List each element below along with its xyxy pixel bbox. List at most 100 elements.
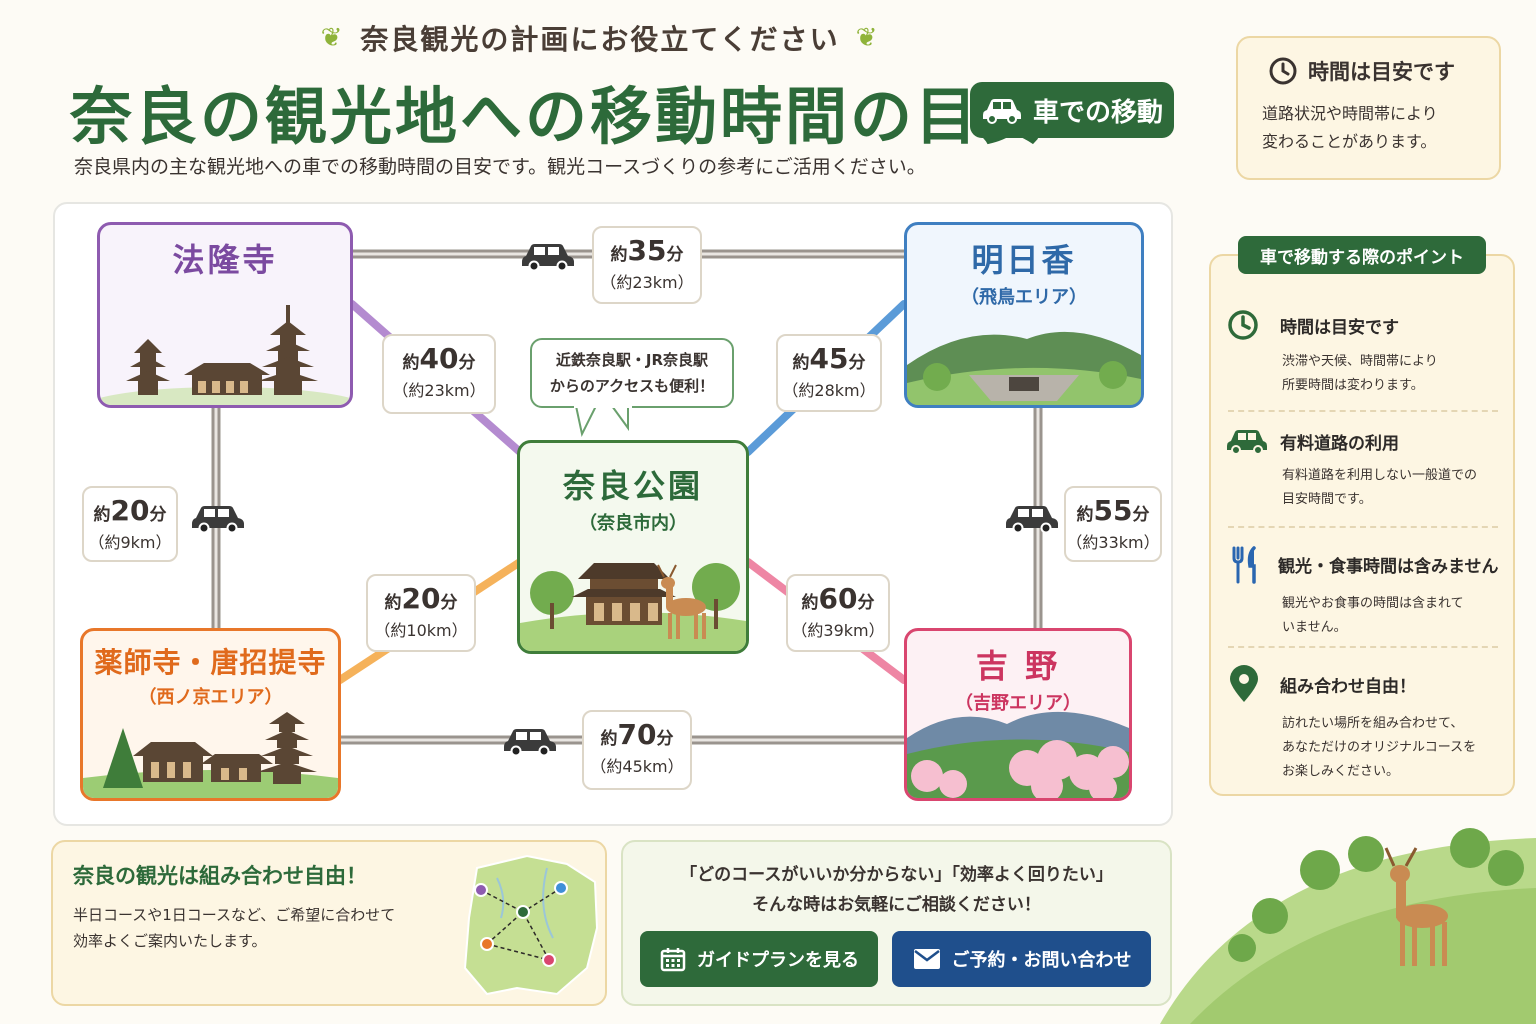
deer-icon — [1384, 847, 1448, 966]
node-nara-park: 奈良公園 （奈良市内） — [517, 440, 749, 654]
route-unit: 分 — [1132, 505, 1150, 525]
route-minutes: 20 — [401, 582, 441, 615]
route-distance: （約28km） — [782, 381, 876, 400]
todaiji-deer-illustration — [520, 563, 746, 651]
tip-title: 時間は目安です — [1280, 317, 1399, 338]
node-nara-park-name: 奈良公園 — [562, 467, 703, 505]
node-asuka-sub: （飛鳥エリア） — [961, 287, 1087, 308]
route-distance: （約9km） — [88, 533, 172, 552]
tip-line: 訪れたい場所を組み合わせて、 — [1282, 716, 1464, 731]
cherry-blossom-illustration — [907, 711, 1129, 798]
tip-title: 有料道路の利用 — [1280, 433, 1399, 454]
route-prefix: 約 — [1076, 505, 1094, 525]
route-time-yakushiji-yoshino: 約70分 （約45km） — [582, 710, 692, 790]
temple-illustration — [100, 305, 350, 405]
tip-item: 時間は目安です 渋滞や天候、時間帯により所要時間は変わります。 — [1226, 308, 1502, 398]
node-horyuji: 法隆寺 — [97, 222, 353, 408]
node-nara-park-sub: （奈良市内） — [579, 513, 687, 534]
route-prefix: 約 — [792, 353, 810, 373]
contact-button-label: ご予約・お問い合わせ — [951, 950, 1132, 971]
car-travel-badge: 車での移動 — [970, 82, 1174, 138]
route-time-asuka-park: 約45分 （約28km） — [776, 334, 882, 412]
tagline-text: 奈良観光の計画にお役立てください — [360, 23, 840, 56]
node-yakushiji-name: 薬師寺・唐招提寺 — [94, 646, 327, 679]
route-minutes: 45 — [809, 342, 849, 375]
route-minutes: 70 — [617, 718, 657, 751]
route-time-horyuji-asuka: 約35分 （約23km） — [592, 226, 702, 304]
tip-line: 有料道路を利用しない一般道での — [1282, 468, 1478, 483]
bubble-line: 近鉄奈良駅・JR奈良駅 — [555, 351, 709, 369]
car-icon — [522, 244, 574, 272]
route-unit: 分 — [857, 593, 875, 613]
route-time-horyuji-park: 約40分 （約23km） — [382, 334, 496, 414]
route-minutes: 40 — [419, 342, 459, 375]
consultation-line: 「どのコースがいいか分からない」「効率よく回りたい」 — [680, 865, 1113, 885]
route-time-yoshino-park: 約60分 （約39km） — [786, 574, 890, 652]
kofun-illustration — [907, 331, 1141, 405]
tip-line: いません。 — [1282, 620, 1347, 635]
consultation-line: そんな時はお気軽にご相談ください！ — [752, 895, 1041, 915]
guide-plan-button[interactable]: ガイドプランを見る — [640, 931, 878, 987]
hill-deer-illustration — [1160, 828, 1536, 1024]
yakushiji-illustration — [83, 712, 338, 798]
map-pin-icon — [1230, 665, 1258, 702]
travel-tips-card — [1209, 254, 1515, 796]
time-note-line: 道路状況や時間帯により — [1262, 104, 1438, 123]
node-horyuji-name: 法隆寺 — [172, 241, 278, 279]
guide-plan-button-label: ガイドプランを見る — [697, 950, 859, 971]
route-prefix: 約 — [610, 245, 628, 265]
route-distance: （約23km） — [392, 381, 486, 400]
divider — [1228, 526, 1498, 528]
tip-line: 目安時間です。 — [1282, 492, 1372, 507]
car-icon — [982, 99, 1021, 124]
tip-line: 観光やお食事の時間は含まれて — [1282, 596, 1464, 611]
page-title: 奈良の観光地への移動時間の目安 — [70, 80, 1046, 153]
node-yoshino-sub: （吉野エリア） — [955, 693, 1081, 714]
leaf-icon: ❦ — [855, 23, 880, 53]
combination-info-card: 奈良の観光は組み合わせ自由！ 半日コースや1日コースなど、ご希望に合わせて 効率… — [51, 840, 607, 1006]
mail-icon — [913, 949, 940, 969]
node-asuka: 明日香 （飛鳥エリア） — [904, 222, 1144, 408]
contact-button[interactable]: ご予約・お問い合わせ — [892, 931, 1151, 987]
tip-line: 渋滞や天候、時間帯により — [1282, 354, 1438, 369]
bubble-tail — [574, 404, 632, 437]
bubble-line: からのアクセスも便利！ — [549, 377, 715, 395]
node-asuka-name: 明日香 — [971, 241, 1077, 279]
car-travel-badge-label: 車での移動 — [1032, 97, 1163, 128]
route-time-horyuji-yakushiji: 約20分 （約9km） — [82, 486, 178, 562]
route-unit: 分 — [458, 353, 476, 373]
tip-item: 観光・食事時間は含みません 観光やお食事の時間は含まれていません。 — [1226, 544, 1502, 640]
combination-line: 効率よくご案内いたします。 — [73, 932, 267, 950]
tip-title: 組み合わせ自由！ — [1280, 676, 1416, 697]
car-icon — [1006, 506, 1058, 534]
route-distance: （約45km） — [590, 757, 684, 776]
tip-item: 有料道路の利用 有料道路を利用しない一般道での目安時間です。 — [1226, 426, 1502, 512]
car-icon — [192, 506, 244, 534]
leaf-icon: ❦ — [320, 23, 345, 53]
route-unit: 分 — [666, 245, 684, 265]
divider — [1228, 410, 1498, 412]
route-time-asuka-yoshino: 約55分 （約33km） — [1064, 486, 1162, 562]
route-prefix: 約 — [600, 729, 618, 749]
node-yoshino: 吉 野 （吉野エリア） — [904, 628, 1132, 801]
time-note-header: 時間は目安です — [1268, 56, 1479, 86]
route-prefix: 約 — [384, 593, 402, 613]
route-unit: 分 — [440, 593, 458, 613]
route-prefix: 約 — [93, 505, 111, 525]
combination-title: 奈良の観光は組み合わせ自由！ — [73, 864, 367, 888]
tip-line: 所要時間は変わります。 — [1282, 378, 1424, 393]
nara-map-illustration — [463, 854, 599, 996]
route-unit: 分 — [149, 505, 167, 525]
route-distance: （約39km） — [791, 621, 885, 640]
tagline: ❦ 奈良観光の計画にお役立てください ❦ — [290, 18, 910, 58]
time-note-card: 時間は目安です 道路状況や時間帯により 変わることがあります。 — [1236, 36, 1501, 180]
fork-knife-icon — [1232, 546, 1256, 584]
time-note-line: 変わることがあります。 — [1262, 132, 1437, 151]
tip-line: あなただけのオリジナルコースを — [1282, 740, 1477, 755]
clock-icon — [1269, 57, 1297, 85]
tip-item: 組み合わせ自由！ 訪れたい場所を組み合わせて、あなただけのオリジナルコースをお楽… — [1226, 664, 1502, 784]
node-yoshino-name: 吉 野 — [975, 647, 1061, 685]
divider — [1228, 646, 1498, 648]
route-unit: 分 — [848, 353, 866, 373]
car-icon — [1227, 430, 1267, 455]
